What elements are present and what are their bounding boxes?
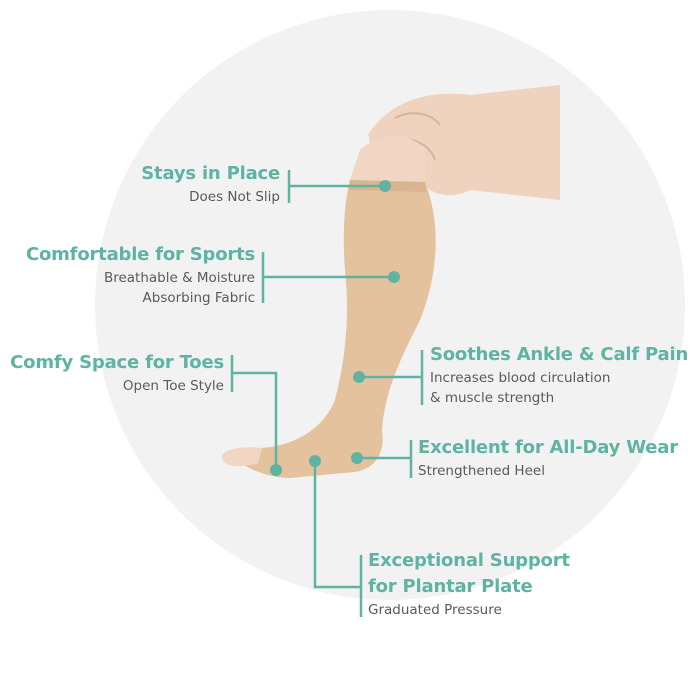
callout-dots (270, 180, 400, 476)
feature-subtitle: Graduated Pressure (368, 602, 502, 618)
feature-subtitle: Breathable & Moisture (103, 270, 255, 286)
feature-comfortable-for-sports: Comfortable for Sports Breathable & Mois… (26, 242, 255, 308)
feature-title: Comfy Space for Toes (10, 352, 224, 373)
feature-title: Exceptional Support (368, 550, 570, 571)
feature-subtitle: & muscle strength (430, 390, 555, 406)
feature-all-day-wear: Excellent for All-Day Wear Strengthened … (418, 435, 678, 481)
feature-title: Stays in Place (141, 163, 280, 184)
feature-soothes-ankle-calf-pain: Soothes Ankle & Calf Pain Increases bloo… (430, 342, 688, 408)
feature-subtitle: Does Not Slip (189, 189, 280, 205)
feature-subtitle: Absorbing Fabric (142, 290, 255, 306)
feature-title: Excellent for All-Day Wear (418, 437, 678, 458)
feature-title: Soothes Ankle & Calf Pain (430, 344, 689, 365)
compression-stocking-image (238, 180, 436, 478)
feature-title: Comfortable for Sports (25, 244, 255, 265)
feature-title: for Plantar Plate (368, 576, 533, 597)
callout-lines (230, 170, 424, 617)
feature-comfy-space-for-toes: Comfy Space for Toes Open Toe Style (10, 350, 224, 396)
feature-stays-in-place: Stays in Place Does Not Slip (141, 161, 280, 207)
feature-subtitle: Increases blood circulation (430, 370, 611, 386)
feature-subtitle: Open Toe Style (122, 378, 224, 394)
feature-subtitle: Strengthened Heel (418, 463, 545, 479)
toes-image (221, 447, 262, 467)
feature-plantar-plate-support: Exceptional Support for Plantar Plate Gr… (368, 548, 570, 620)
